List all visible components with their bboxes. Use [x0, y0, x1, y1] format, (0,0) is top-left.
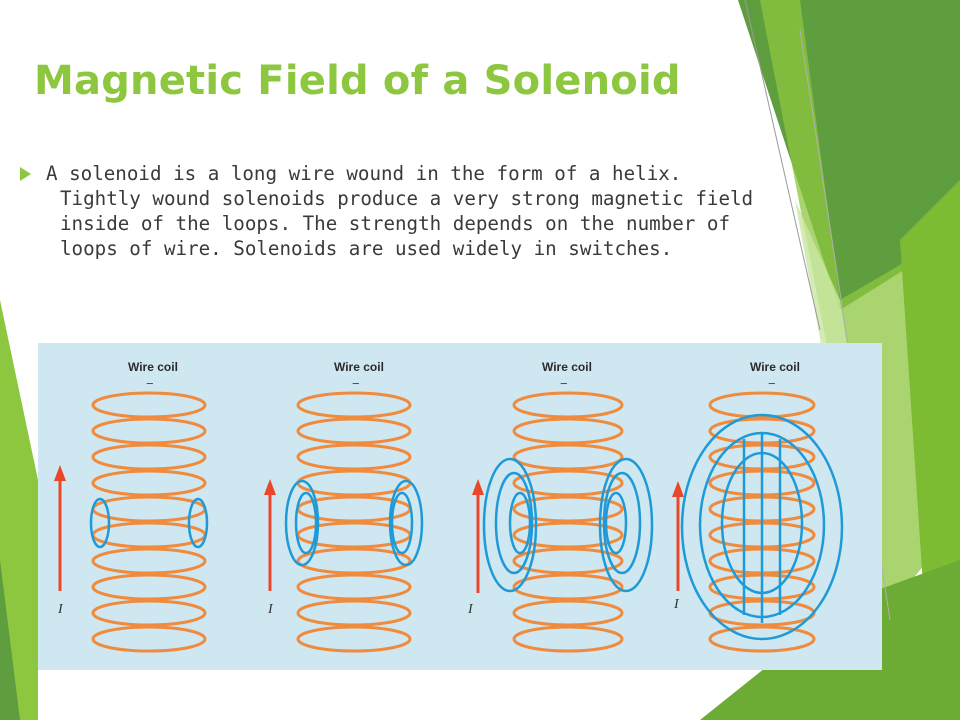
solenoid-illustration: Wire coil − I Wire coil − [38, 343, 882, 670]
green-shard-light [760, 0, 960, 620]
panel-2-current: I [267, 602, 274, 617]
panel-3: Wire coil − I [467, 360, 654, 653]
decor-line [744, 0, 821, 331]
bullet-text: A solenoid is a long wire wound in the f… [46, 161, 816, 261]
solenoid-figure: Wire coil − I Wire coil − [38, 343, 882, 670]
bullet-line-1: A solenoid is a long wire wound in the f… [46, 162, 682, 185]
panel-3-current: I [467, 602, 474, 617]
bullet-line-3: inside of the loops. The strength depend… [60, 212, 731, 235]
panel-1: Wire coil − I [54, 360, 209, 653]
panel-4-sign: − [768, 376, 776, 391]
panel-4: Wire coil − I [672, 360, 844, 653]
bullet-line-4: loops of wire. Solenoids are used widely… [60, 237, 673, 260]
panel-4-current: I [673, 597, 680, 612]
bullet-arrow-icon [20, 167, 31, 181]
bullet-line-2: Tightly wound solenoids produce a very s… [60, 187, 754, 210]
panel-2: Wire coil − I [264, 360, 424, 653]
panel-2-sign: − [352, 376, 360, 391]
panel-1-current: I [57, 602, 64, 617]
panel-1-label: Wire coil [128, 360, 178, 374]
slide-title: Magnetic Field of a Solenoid [34, 58, 681, 104]
panel-1-sign: − [146, 376, 154, 391]
panel-3-sign: − [560, 376, 568, 391]
green-shard-left-dark [0, 560, 20, 720]
panel-2-label: Wire coil [334, 360, 384, 374]
panel-3-label: Wire coil [542, 360, 592, 374]
panel-4-label: Wire coil [750, 360, 800, 374]
green-shard-right [900, 180, 960, 690]
green-shard-left [0, 300, 38, 720]
